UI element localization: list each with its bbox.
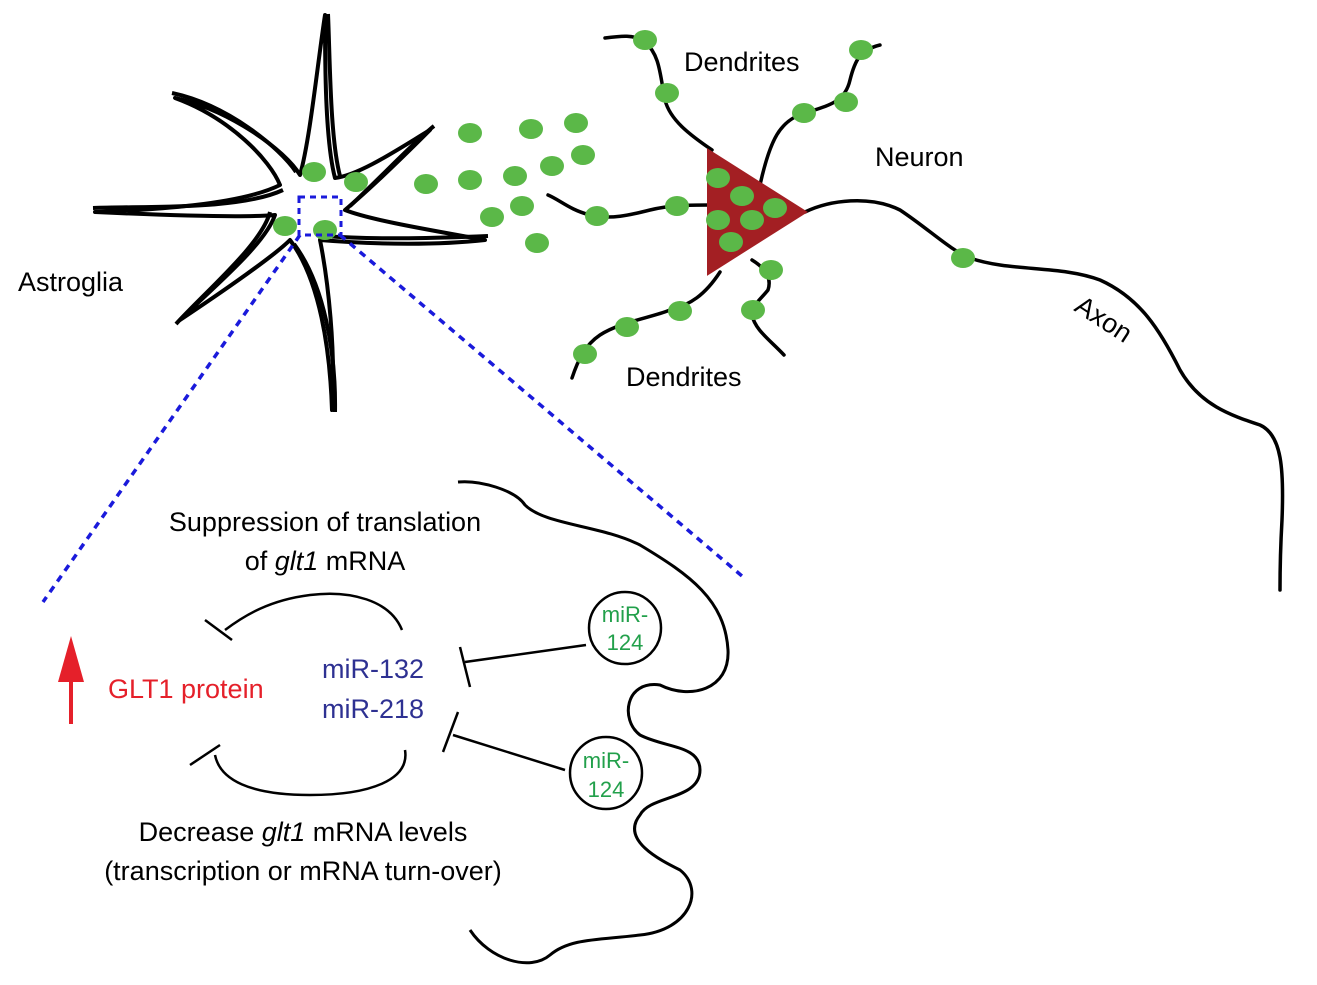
zoom-lines [41,233,744,604]
exosome [273,216,297,236]
exosome [615,317,639,337]
zoom-region-box [297,195,343,237]
zoomed-cell-membrane [457,480,730,965]
exosome [573,344,597,364]
mir132-label: miR-132 [322,654,424,684]
exosome [344,172,368,192]
exosome [741,300,765,320]
exosome [525,233,549,253]
exosome [313,220,337,240]
exosome [849,40,873,60]
exosome [730,186,754,206]
exosome [585,206,609,226]
exosome [763,198,787,218]
decrease-label-line2: (transcription or mRNA turn-over) [104,856,502,886]
mir124-lower-line2: 124 [588,777,625,802]
exosome [951,248,975,268]
dendrites-label-top: Dendrites [684,47,800,77]
exosome [706,210,730,230]
glt1-protein-label: GLT1 protein [108,674,264,704]
exosome [458,170,482,190]
neuron-exosomes [573,30,975,364]
exosome [540,156,564,176]
exosome [302,162,326,182]
mir124-vesicle-lower [568,735,644,811]
mir124-vesicle-upper [587,590,663,666]
exosome [571,145,595,165]
exosome [759,260,783,280]
exosome [564,113,588,133]
suppression-label-line1: Suppression of translation [169,507,481,537]
astroglia-cell [92,13,489,413]
mir124-upper-line2: 124 [607,630,644,655]
released-exosomes [414,113,595,253]
regulation-arcs [189,592,587,797]
decrease-label-line1: Decrease glt1 mRNA levels [139,817,468,847]
exosome [414,174,438,194]
exosome [792,103,816,123]
exosome [834,92,858,112]
exosome [633,30,657,50]
exosome [480,207,504,227]
exosome [719,232,743,252]
exosome [665,196,689,216]
dendrites-label-bottom: Dendrites [626,362,742,392]
exosome [706,168,730,188]
mir218-label: miR-218 [322,694,424,724]
neuron-label: Neuron [875,142,964,172]
suppression-label-line2: of glt1 mRNA [245,546,406,576]
exosome [668,301,692,321]
exosome [510,196,534,216]
mir124-lower-line1: miR- [583,748,629,773]
exosome [503,166,527,186]
exosome [519,119,543,139]
exosome [740,210,764,230]
increase-arrow [58,636,84,724]
mir124-upper-line1: miR- [602,602,648,627]
exosome [655,83,679,103]
astroglia-label: Astroglia [18,267,124,297]
exosome [458,123,482,143]
